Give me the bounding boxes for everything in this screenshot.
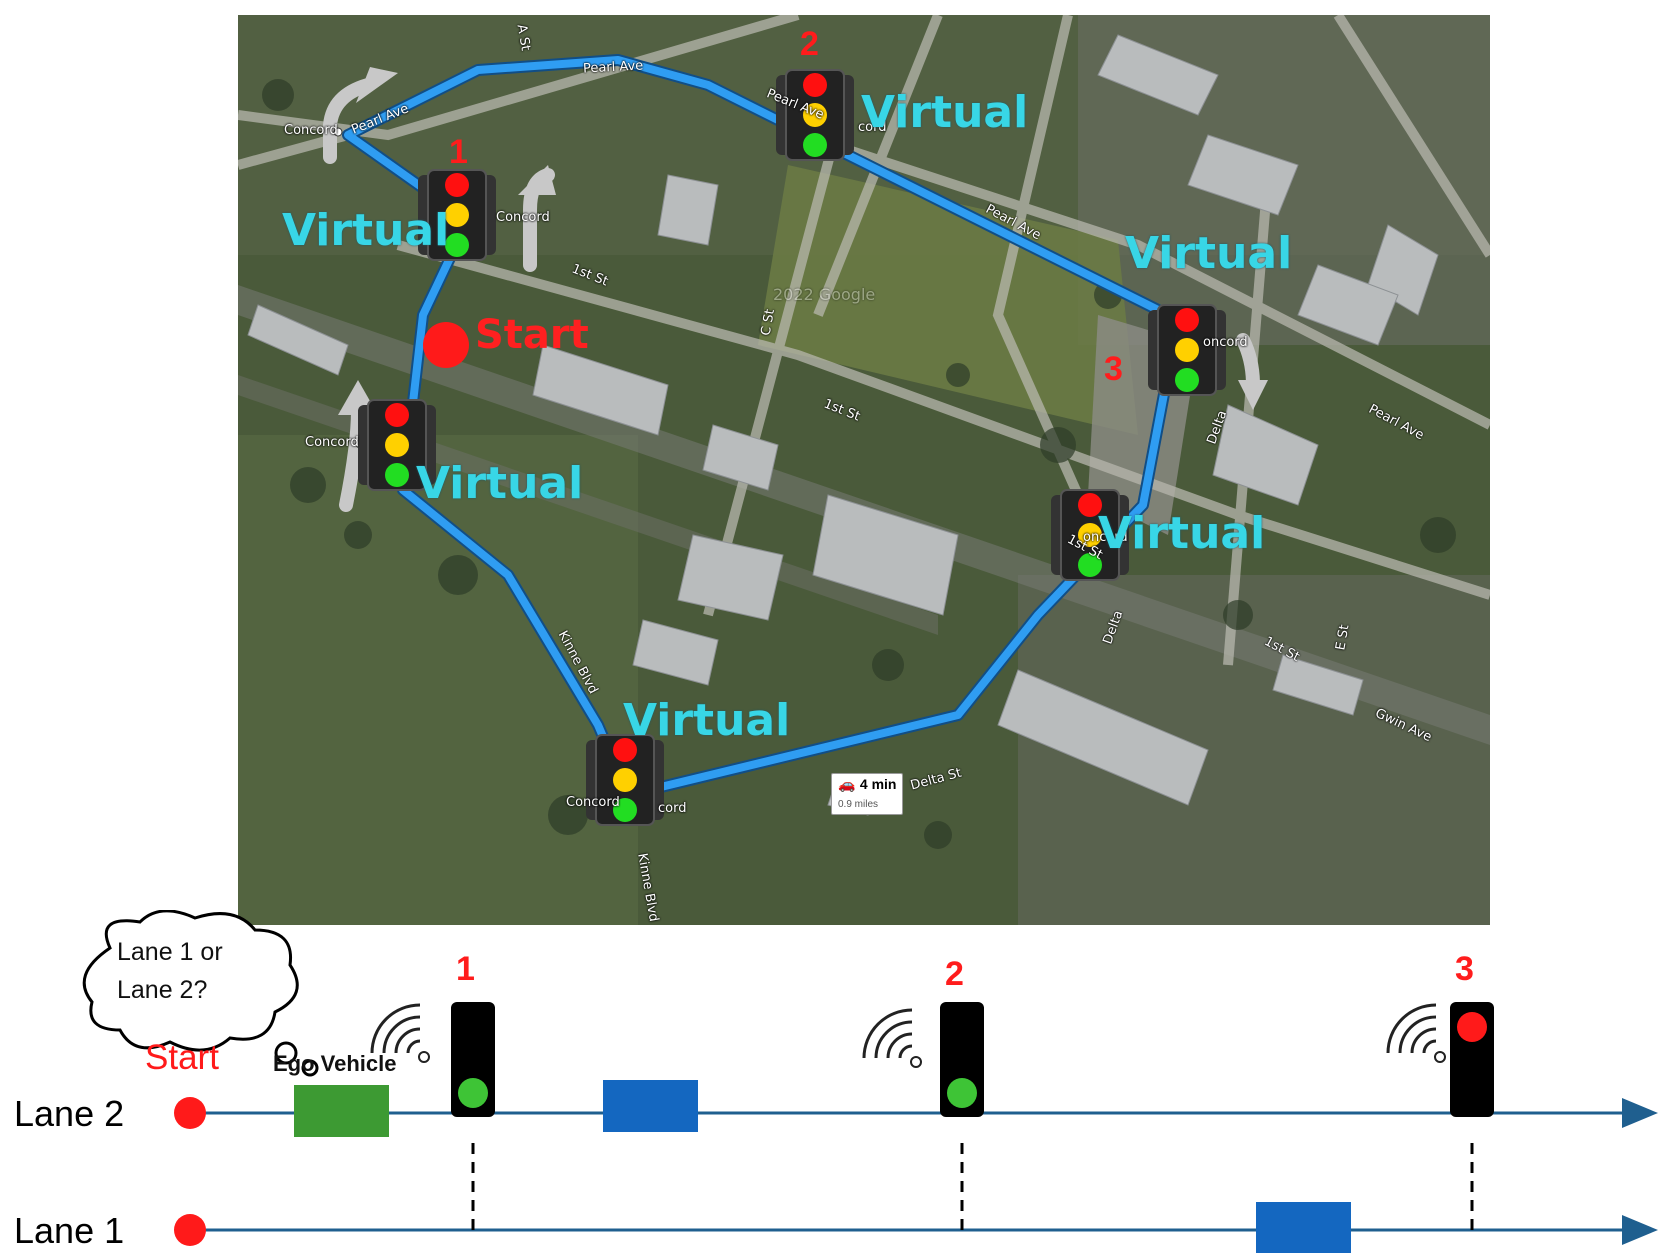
virtual-label: Virtual (1098, 508, 1266, 559)
virtual-label: Virtual (282, 205, 450, 256)
lane-2-label: Lane 2 (14, 1093, 125, 1134)
wireless-signal-icon (862, 1008, 922, 1068)
signal-number-3: 3 (1104, 350, 1123, 388)
thought-line-2: Lane 2? (117, 976, 208, 1004)
place-label-concord: oncord (1203, 335, 1248, 350)
wireless-signal-icon (370, 1003, 430, 1063)
virtual-label: Virtual (416, 458, 584, 509)
lane-signal-number-3: 3 (1455, 950, 1474, 988)
route-distance: 0.9 miles (838, 799, 879, 810)
lane-traffic-light-3 (1450, 1002, 1494, 1117)
virtual-label: Virtual (623, 695, 791, 746)
other-vehicle-lane-1 (1256, 1202, 1351, 1253)
place-label-concord: Concord (496, 210, 550, 225)
place-label-concord: oncord (1083, 530, 1128, 545)
map-background (238, 15, 1490, 925)
route-time-badge[interactable]: 🚗 4 min 0.9 miles (831, 773, 904, 815)
lane-light-green (458, 1078, 488, 1108)
lane-diagram (82, 910, 1658, 1253)
virtual-label: Virtual (861, 87, 1029, 138)
thought-bubble-text: Lane 1 or Lane 2? (117, 933, 223, 1009)
lane-1-start-dot (174, 1214, 206, 1246)
place-label-concord: Concord (284, 123, 338, 138)
lane-traffic-light-2 (940, 1002, 984, 1117)
trees (262, 79, 1456, 849)
place-label-concord: Concord (305, 435, 359, 450)
lane-signal-number-1: 1 (456, 950, 475, 988)
place-label-concord: cord (858, 120, 887, 135)
map-start-label: Start (475, 312, 589, 358)
place-label-concord: cord (658, 801, 687, 816)
other-vehicle-lane-2 (603, 1080, 698, 1132)
route-time: 4 min (859, 776, 897, 792)
signal-number-1: 1 (449, 133, 468, 171)
wireless-signal-icon (1386, 1003, 1446, 1063)
map-watermark: 2022 Google (773, 285, 876, 304)
lane-signal-number-2: 2 (945, 955, 964, 993)
lane-light-green (947, 1078, 977, 1108)
virtual-label: Virtual (1125, 228, 1293, 279)
map-traffic-light (358, 399, 436, 491)
satellite-map: Pearl Ave Pearl Ave Pearl Ave Pearl Ave … (238, 15, 1490, 925)
map-traffic-light (418, 169, 496, 261)
map-traffic-light (776, 69, 854, 161)
place-label-concord: Concord (566, 795, 620, 810)
ego-vehicle (294, 1085, 389, 1137)
map-traffic-light (1148, 304, 1226, 396)
lane-1-label: Lane 1 (14, 1210, 125, 1251)
thought-bubble (82, 910, 319, 1077)
ego-vehicle-label: Ego Vehicle (273, 1051, 397, 1076)
signal-number-2: 2 (800, 25, 819, 63)
map-traffic-light (586, 734, 664, 826)
lane-2-start-dot (174, 1097, 206, 1129)
lane-traffic-light-1 (451, 1002, 495, 1117)
map-start-marker (423, 322, 469, 368)
street-label-pearl-ave: Pearl Ave (582, 58, 644, 77)
lane-light-red (1457, 1012, 1487, 1042)
thought-line-1: Lane 1 or (117, 938, 223, 966)
car-icon: 🚗 (838, 776, 856, 792)
lane-start-label: Start (145, 1038, 219, 1077)
map-traffic-light (1051, 489, 1129, 581)
